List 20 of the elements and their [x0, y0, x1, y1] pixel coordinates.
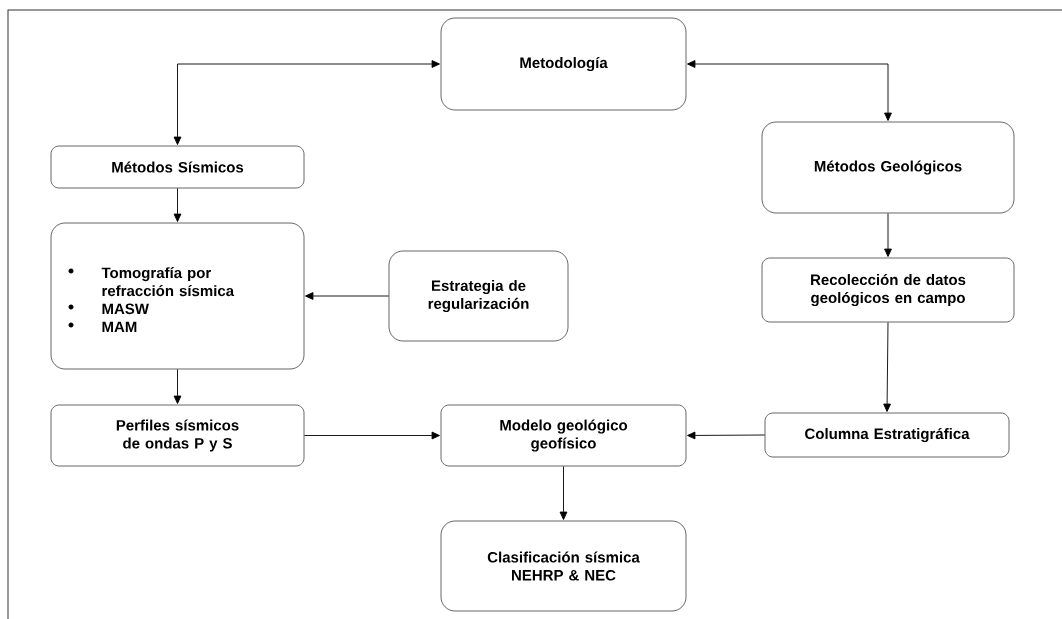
arrow	[305, 292, 390, 300]
process-box: Estrategia de regularización	[388, 250, 569, 342]
process-box: Métodos Geológicos	[761, 121, 1015, 214]
bullet-list-box: Tomografía por refracción sísmica MASW MAM	[50, 222, 305, 370]
process-box: Modelo geológico geofísico	[440, 404, 687, 467]
arrow	[687, 431, 766, 440]
arrow	[883, 321, 891, 412]
arrow	[173, 368, 182, 404]
process-box: Métodos Sísmicos	[50, 145, 305, 189]
process-box: Metodología	[440, 17, 687, 111]
process-box: Recolección de datos geológicos en campo	[761, 257, 1015, 323]
arrow	[559, 465, 568, 520]
arrow	[687, 60, 892, 121]
process-box: Clasificación sísmica NEHRP & NEC	[440, 520, 687, 612]
arrow	[303, 431, 440, 440]
arrow	[173, 187, 182, 222]
process-box: Columna Estratigráfica	[764, 412, 1010, 458]
arrow	[173, 60, 440, 145]
process-box: Perfiles sísmicos de ondas P y S	[50, 404, 305, 467]
arrow	[884, 212, 892, 257]
